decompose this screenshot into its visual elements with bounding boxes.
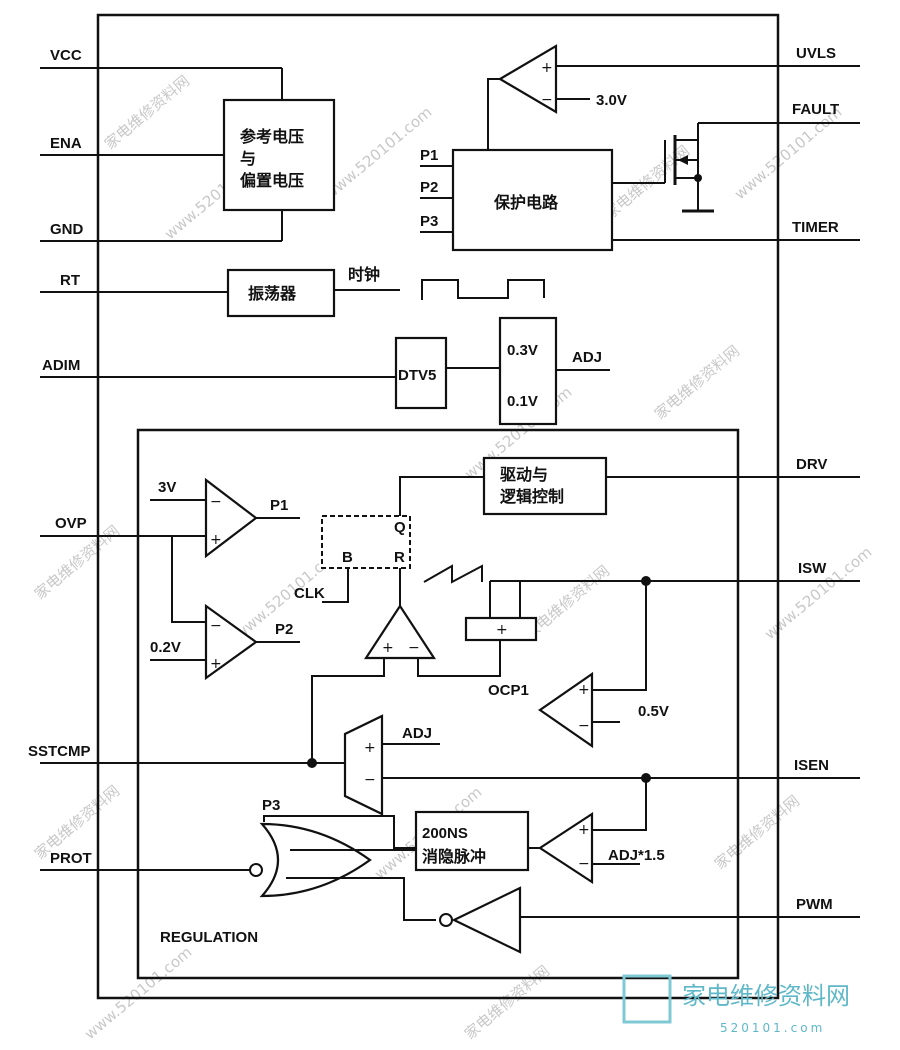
watermark-text: 家电维修资料网 [461,962,553,1043]
error-amplifier [343,714,384,816]
ovp-reference-label: 3V [158,479,176,496]
pin-ovp: OVP [55,515,87,532]
pin-sstcmp: SSTCMP [28,743,91,760]
p2-output-label: P2 [275,621,293,638]
plus-sign: + [578,822,590,838]
pin-drv: DRV [796,456,827,473]
site-logo: 家电维修资料网 520101.com [622,974,850,1035]
pin-ena: ENA [50,135,82,152]
plus-sign: + [578,682,590,698]
clock-label: 时钟 [348,265,380,284]
flip-flop [321,515,411,569]
protect-input-p1: P1 [420,147,438,164]
plus-sign: + [364,740,376,756]
drive-logic-label: 驱动与 [500,465,548,484]
pin-vcc: VCC [50,47,82,64]
protection-circuit-label: 保护电路 [493,193,559,212]
ocp2-threshold-label: ADJ*1.5 [608,847,665,864]
reference-voltage-block [222,98,336,212]
ocp1-label: OCP1 [488,682,529,699]
clock-waveform [421,279,545,300]
plus-sign: + [541,60,553,76]
blanking-pulse-block [414,810,530,872]
pin-fault: FAULT [792,101,839,118]
plus-sign: + [210,532,222,548]
undervoltage-comparator [204,603,258,681]
plus-sign: + [210,656,222,672]
ocp2-comparator [537,811,594,885]
protect-input-p3: P3 [420,213,438,230]
oscillator-block [226,268,336,318]
plus-sign: + [496,622,508,638]
reference-voltage-label: 偏置电压 [240,171,304,190]
protect-input-p2: P2 [420,179,438,196]
pin-isen: ISEN [794,757,829,774]
inversion-bubble [439,913,453,927]
flip-flop-b: B [342,549,353,566]
protection-circuit-block [451,148,614,252]
watermark-text: www.520101.com [321,103,435,203]
adj-01v-label: 0.1V [507,393,538,410]
uvls-comparator [497,44,558,114]
watermark-text: 家电维修资料网 [31,522,123,603]
pin-isw: ISW [798,560,827,577]
adj-output-label: ADJ [572,349,602,366]
inversion-bubble [249,863,263,877]
ramp-waveform [423,564,483,584]
plus-sign: + [382,640,394,656]
pin-timer: TIMER [792,219,839,236]
reference-voltage-label: 与 [240,149,256,168]
ocp1-comparator [538,671,594,749]
pwm-comparator [363,603,437,660]
minus-sign: − [578,718,590,734]
minus-sign: − [541,92,553,108]
ovp-comparator [204,477,258,559]
minus-sign: − [578,856,590,872]
dtv5-label: DTV5 [398,367,436,384]
logo-chinese-text: 家电维修资料网 [682,982,850,1010]
summing-block [464,616,538,642]
regulation-frame [136,428,740,980]
pwm-input-buffer [451,886,522,954]
pin-pwm: PWM [796,896,833,913]
uvls-threshold-label: 3.0V [596,92,627,109]
minus-sign: − [210,618,222,634]
drive-logic-label: 逻辑控制 [500,487,564,506]
watermark-text: 家电维修资料网 [711,792,803,873]
pin-prot: PROT [50,850,92,867]
fault-mosfet [612,123,714,213]
logo-url-text: 520101.com [720,1021,825,1035]
pin-gnd: GND [50,221,84,238]
flip-flop-r: R [394,549,405,566]
minus-sign: − [408,640,420,656]
chip-frame [96,13,780,1000]
watermark-text: 家电维修资料网 [651,342,743,423]
junction-dot [307,758,317,768]
flip-flop-q: Q [394,519,406,536]
pin-adim: ADIM [42,357,80,374]
adj-03v-label: 0.3V [507,342,538,359]
pin-uvls: UVLS [796,45,836,62]
error-amp-adj-label: ADJ [402,725,432,742]
regulation-label: REGULATION [160,929,258,946]
p2-reference-label: 0.2V [150,639,181,656]
dtv5-block [394,336,448,410]
minus-sign: − [364,772,376,788]
pin-rt: RT [60,272,80,289]
blanking-pulse-label: 消隐脉冲 [422,847,486,866]
minus-sign: − [210,494,222,510]
blanking-pulse-label: 200NS [422,825,468,842]
watermark-text: 家电维修资料网 [101,72,193,153]
nor-gate [259,822,372,898]
ovp-output-label: P1 [270,497,288,514]
ocp1-threshold-label: 0.5V [638,703,669,720]
p3-output-label: P3 [262,797,280,814]
oscillator-label: 振荡器 [248,284,297,303]
drive-logic-block [482,456,608,516]
reference-voltage-label: 参考电压 [240,127,304,146]
clk-label: CLK [294,585,325,602]
adj-select-block [498,316,558,426]
